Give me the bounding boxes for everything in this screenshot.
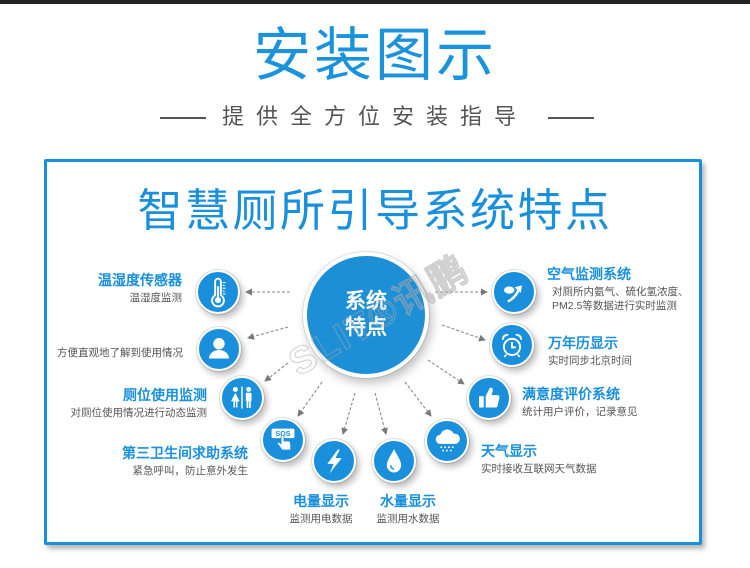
feature-weather: 天气显示 实时接收互联网天气数据	[481, 443, 597, 476]
feature-calendar: 万年历显示 实时同步北京时间	[548, 335, 632, 368]
page-subtitle: 提供全方位安装指导	[221, 104, 528, 129]
feature-title: 空气监测系统	[547, 266, 631, 282]
water-drop-icon	[372, 439, 416, 483]
thermometer-icon	[196, 270, 240, 314]
restroom-icon	[220, 376, 264, 420]
feature-title: 第三卫生间求助系统	[122, 445, 248, 461]
feature-desc-line2: PM2.5等数据进行实时监测	[552, 300, 677, 312]
feature-desc: 实时接收互联网天气数据	[481, 463, 597, 475]
center-label-line1: 系统	[345, 290, 387, 313]
feature-desc: 实时同步北京时间	[548, 355, 632, 367]
feature-title: 万年历显示	[548, 335, 618, 351]
feature-water: 水量显示 监测用水数据	[368, 493, 448, 526]
sos-hand-icon: SOS	[261, 418, 305, 462]
page-title: 安装图示	[252, 23, 497, 88]
feature-sos: 第三卫生间求助系统 紧急呼叫，防止意外发生	[40, 445, 248, 478]
feature-title: 厕位使用监测	[123, 387, 207, 403]
feature-desc: 对厕所内氨气、硫化氢浓度、	[552, 286, 689, 298]
feature-desc: 温湿度监测	[129, 292, 183, 304]
sos-text: SOS	[275, 430, 290, 438]
feature-title: 电量显示	[293, 493, 349, 509]
air-quality-icon	[492, 270, 536, 314]
feature-desc: 监测用水数据	[376, 513, 440, 525]
feature-title: 温湿度传感器	[98, 272, 182, 288]
rain-cloud-icon	[425, 419, 469, 463]
person-icon	[197, 327, 241, 371]
feature-title: 水量显示	[380, 493, 436, 509]
feature-air: 空气监测系统 对厕所内氨气、硫化氢浓度、 PM2.5等数据进行实时监测	[547, 266, 689, 313]
feature-usage: 方便直观地了解到使用情况	[40, 344, 183, 360]
center-label-line2: 特点	[345, 316, 387, 339]
feature-rating: 满意度评价系统 统计用户评价，记录意见	[522, 386, 638, 419]
feature-temperature: 温湿度传感器 温湿度监测	[40, 272, 182, 305]
feature-title: 天气显示	[481, 443, 537, 459]
feature-desc: 紧急呼叫，防止意外发生	[132, 465, 249, 477]
subtitle-line-right	[548, 117, 594, 119]
feature-desc: 统计用户评价，记录意见	[522, 406, 638, 418]
feature-desc: 方便直观地了解到使用情况	[57, 347, 183, 359]
feature-desc: 对厕位使用情况进行动态监测	[70, 407, 208, 419]
feature-power: 电量显示 监测用电数据	[281, 493, 361, 526]
panel-title: 智慧厕所引导系统特点	[137, 185, 613, 236]
feature-stall: 厕位使用监测 对厕位使用情况进行动态监测	[40, 387, 208, 420]
subtitle-line-left	[160, 117, 206, 119]
top-bar	[0, 0, 750, 4]
center-hub: 系统 特点	[303, 252, 429, 378]
feature-desc: 监测用电数据	[289, 513, 353, 525]
thumbs-up-icon	[467, 376, 511, 420]
alarm-clock-icon	[490, 323, 534, 367]
lightning-icon	[312, 439, 356, 483]
feature-title: 满意度评价系统	[522, 386, 620, 402]
